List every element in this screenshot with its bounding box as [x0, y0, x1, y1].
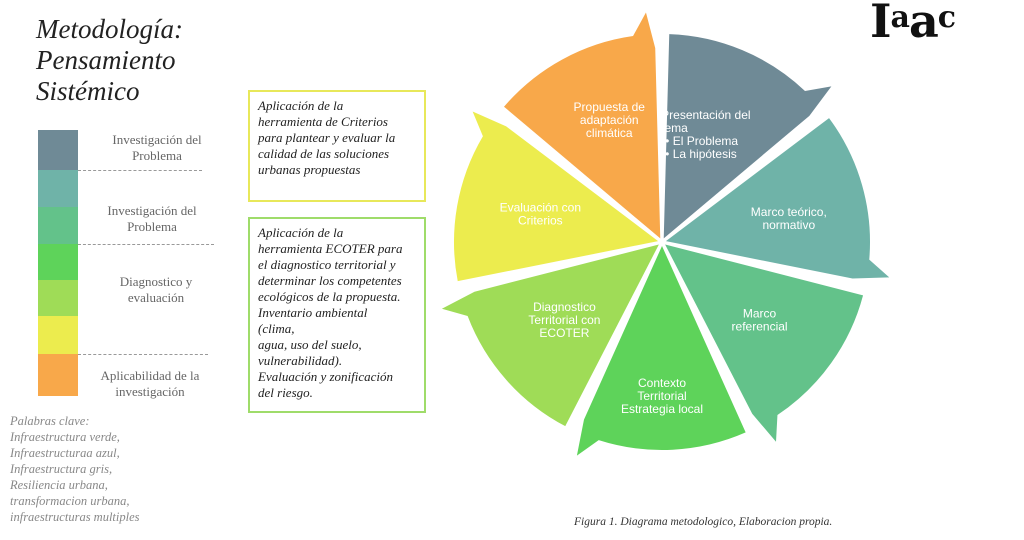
segment-label: Diagnostico	[533, 300, 596, 314]
legend-label: Investigación del Problema	[112, 132, 202, 163]
callout-ecoter: Aplicación de la herramienta ECOTER para…	[248, 217, 426, 413]
segment-bullet: • La hipótesis	[665, 147, 737, 161]
segment-shape	[576, 246, 746, 456]
segment-label: Contexto	[638, 376, 686, 390]
segment-label: Presentación del	[661, 108, 750, 122]
keyword-line: transformacion urbana,	[10, 494, 130, 508]
callout-line: Aplicación de la	[258, 98, 344, 113]
title-line: Sistémico	[36, 76, 140, 106]
segment-label: Marco teórico,	[751, 205, 827, 219]
legend-label: Investigación del Problema	[107, 203, 197, 234]
legend-swatch	[38, 244, 78, 280]
segment-shape	[454, 111, 659, 282]
segment-label: climática	[586, 126, 633, 140]
segment-shape	[441, 244, 659, 427]
legend-swatch	[38, 130, 78, 170]
segment-label: Territorial	[637, 389, 686, 403]
keyword-line: infraestructuras multiples	[10, 510, 140, 524]
logo-letter: a	[890, 0, 910, 35]
callout-criterios: Aplicación de la herramienta de Criterio…	[248, 90, 426, 202]
legend-divider	[78, 354, 208, 355]
callout-line: Evaluación y zonificación	[258, 369, 394, 384]
callout-line: del riesgo.	[258, 385, 313, 400]
legend-swatch	[38, 316, 78, 354]
segment-shape	[665, 244, 864, 442]
keyword-line: Palabras clave:	[10, 414, 90, 428]
callout-line: Inventario ambiental	[258, 305, 368, 320]
callout-line: calidad de las soluciones	[258, 146, 390, 161]
logo-letter: a	[908, 0, 939, 48]
callout-line: vulnerabilidad).	[258, 353, 343, 368]
keyword-line: Resiliencia urbana,	[10, 478, 108, 492]
legend-swatch	[38, 207, 78, 244]
legend-swatch	[38, 354, 78, 396]
segment-label: Evaluación con	[500, 201, 581, 215]
legend-divider	[78, 244, 214, 245]
legend-swatch	[38, 280, 78, 316]
iaac-logo: Iaac	[870, 0, 956, 48]
segment-shape	[663, 34, 832, 239]
title-line: Metodología:	[36, 14, 183, 44]
wheel-segment: Marco teórico,normativo	[665, 118, 890, 279]
legend-swatch	[38, 170, 78, 207]
callout-line: ecológicos de la propuesta.	[258, 289, 401, 304]
segment-shape	[504, 12, 661, 239]
keyword-line: Infraestructuraa azul,	[10, 446, 120, 460]
legend-label: Diagnostico y evaluación	[119, 274, 193, 305]
legend-divider	[78, 170, 202, 171]
segment-label: Criterios	[518, 214, 563, 228]
segment-label: Estrategia local	[621, 402, 703, 416]
segment-label: referencial	[732, 319, 788, 333]
page-title: Metodología: Pensamiento Sistémico	[36, 14, 183, 107]
callout-line: herramienta ECOTER para	[258, 241, 403, 256]
legend-label: Aplicabilidad de la investigación	[100, 368, 200, 399]
segment-label: Marco	[743, 306, 777, 320]
segment-label: normativo	[762, 218, 815, 232]
callout-line: para plantear y evaluar la	[258, 130, 396, 145]
callout-line: (clima,	[258, 321, 295, 336]
keywords-block: Palabras clave: Infraestructura verde, I…	[10, 413, 140, 525]
callout-line: urbanas propuestas	[258, 162, 361, 177]
segment-label: ECOTER	[539, 326, 589, 340]
callout-line: el diagnostico territorial y	[258, 257, 396, 272]
segment-label: Propuesta de	[574, 100, 646, 114]
segment-bullet: • El Problema	[665, 134, 738, 148]
logo-letter: I	[870, 0, 892, 48]
segment-shape	[665, 118, 890, 279]
logo-letter: c	[937, 0, 956, 35]
keyword-line: Infraestructura verde,	[10, 430, 120, 444]
callout-line: herramienta de Criterios	[258, 114, 388, 129]
segment-label: tema	[661, 121, 688, 135]
keyword-line: Infraestructura gris,	[10, 462, 113, 476]
segment-label: adaptación	[580, 113, 639, 127]
callout-line: agua, uso del suelo,	[258, 337, 362, 352]
figure-caption: Figura 1. Diagrama metodologico, Elabora…	[574, 516, 833, 528]
callout-line: determinar los competentes	[258, 273, 402, 288]
segment-label: Territorial con	[528, 313, 600, 327]
title-line: Pensamiento	[36, 45, 176, 75]
callout-line: Aplicación de la	[258, 225, 344, 240]
